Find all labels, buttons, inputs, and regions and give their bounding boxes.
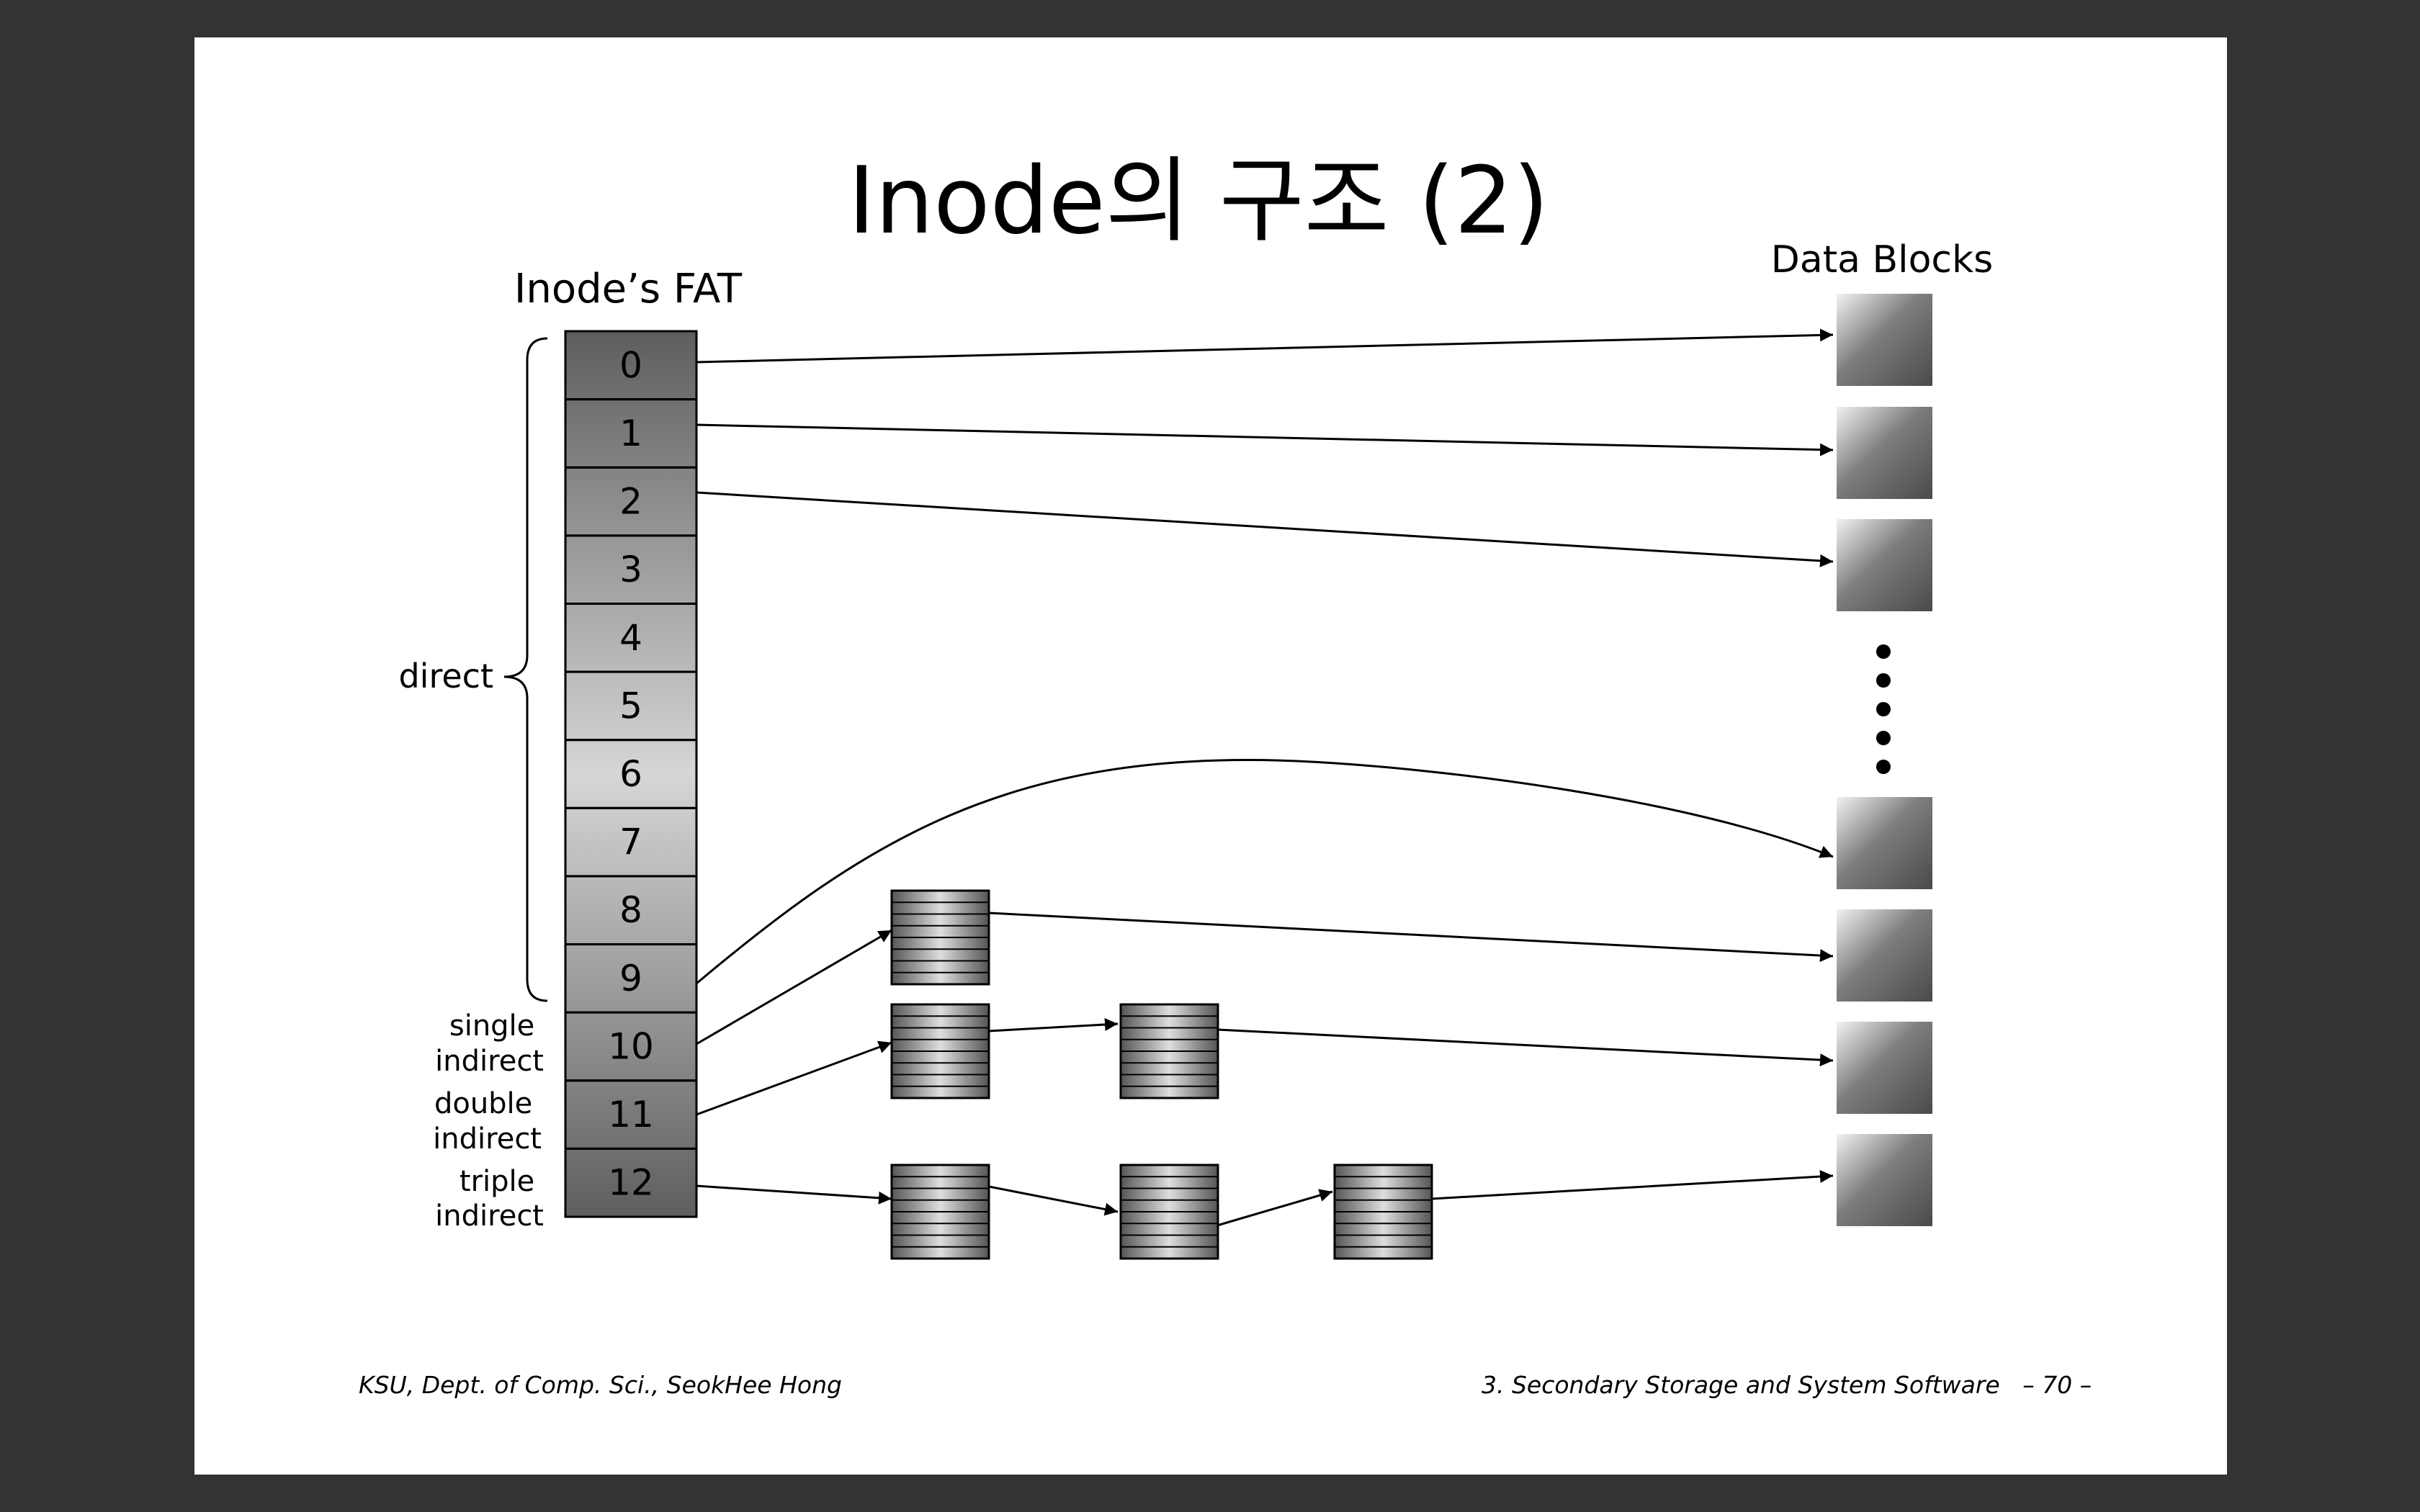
triple-index-block-3 <box>1333 1164 1433 1260</box>
fat-entry-label: 2 <box>619 481 642 523</box>
arrow-triple-index-chain-1 <box>988 1185 1119 1216</box>
triple-index-block-1 <box>890 1164 990 1260</box>
fat-entry-label: 4 <box>619 617 642 659</box>
data-block <box>1837 407 1932 499</box>
data-block <box>1837 294 1932 386</box>
footer-right: 3. Secondary Storage and System Software… <box>1482 1371 2092 1399</box>
fat-entry-label: 1 <box>619 413 642 454</box>
data-block <box>1837 1134 1932 1226</box>
fat-entry-label: 3 <box>619 549 642 590</box>
fat-entry-label: 5 <box>619 685 642 726</box>
double-index-block-1 <box>890 1003 990 1099</box>
fat-entry-label: 7 <box>619 822 642 863</box>
footer-left: KSU, Dept. of Comp. Sci., SeokHee Hong <box>359 1371 842 1399</box>
single-indirect-label: single indirect <box>435 1009 544 1078</box>
data-blocks <box>1837 294 1932 1226</box>
arrow-double-index-chain <box>988 1018 1119 1032</box>
arrow-double-to-index <box>696 1040 892 1116</box>
double-indirect-label: double indirect <box>433 1087 542 1156</box>
arrow-single-to-index <box>696 929 892 1045</box>
arrow-entry-0 <box>696 328 1834 364</box>
arrow-double-to-data <box>1216 1028 1834 1067</box>
fat-entry-2: 2 <box>564 466 698 537</box>
arrow-entry-1 <box>696 423 1834 456</box>
fat-entry-label: 8 <box>619 889 642 931</box>
fat-entry-label: 11 <box>608 1094 654 1135</box>
data-block <box>1837 797 1932 889</box>
slide-title: Inode의 구조 (2) <box>848 148 1549 255</box>
data-block <box>1837 1022 1932 1114</box>
arrow-entry-2 <box>696 491 1834 567</box>
fat-entry-label: 6 <box>619 753 642 795</box>
arrow-triple-to-data <box>1431 1170 1834 1200</box>
direct-label: direct <box>398 657 493 696</box>
data-blocks-label: Data Blocks <box>1771 238 1993 282</box>
fat-entry-12: 12 <box>564 1147 698 1218</box>
triple-indirect-label: triple indirect <box>435 1165 544 1233</box>
indirect-blocks <box>890 889 1433 1260</box>
data-block <box>1837 519 1932 611</box>
arrow-triple-index-chain-2 <box>1216 1189 1333 1227</box>
arrow-single-to-data <box>988 912 1834 963</box>
ellipsis-dots <box>1876 644 1891 774</box>
fat-entry-label: 12 <box>608 1162 654 1204</box>
double-index-block-2 <box>1119 1003 1219 1099</box>
arrow-entry-9 <box>696 759 1834 985</box>
fat-label: Inode’s FAT <box>514 266 743 312</box>
data-block <box>1837 909 1932 1002</box>
fat-entry-4: 4 <box>564 602 698 673</box>
fat-entry-label: 10 <box>608 1025 654 1067</box>
direct-brace <box>503 337 548 1002</box>
fat-entry-label: 9 <box>619 958 642 999</box>
arrow-triple-to-index <box>696 1184 892 1205</box>
pointer-arrows <box>696 328 1834 1227</box>
fat-entry-label: 0 <box>619 344 642 386</box>
triple-index-block-2 <box>1119 1164 1219 1260</box>
single-index-block <box>890 889 990 986</box>
